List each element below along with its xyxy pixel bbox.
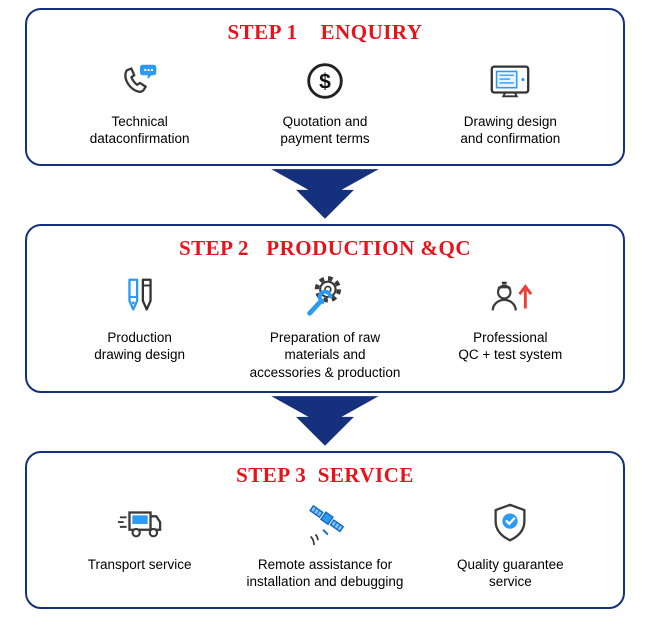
step-item: Quality guarantee service bbox=[418, 498, 603, 591]
step-item-label: Drawing design and confirmation bbox=[460, 114, 561, 147]
step-item-label: Quotation and payment terms bbox=[280, 114, 370, 147]
step-item-label: Transport service bbox=[87, 556, 192, 572]
svg-text:$: $ bbox=[319, 71, 331, 94]
step-item-label: Quality guarantee service bbox=[457, 556, 564, 590]
step-item: Professional QC + test system bbox=[418, 271, 603, 381]
step-item-label: Preparation of raw materials and accesso… bbox=[249, 330, 401, 380]
phone-chat-icon bbox=[117, 55, 163, 107]
step-item: Transport service bbox=[47, 498, 232, 591]
down-arrow-icon bbox=[263, 166, 387, 224]
drawing-tablet-icon bbox=[487, 55, 533, 107]
step-item-label: Professional QC + test system bbox=[458, 330, 563, 363]
step-item-label: Production drawing design bbox=[94, 330, 186, 363]
step-1-title: STEP 1 ENQUIRY bbox=[227, 20, 423, 44]
step-item-label: Remote assistance for installation and d… bbox=[246, 556, 404, 590]
step-2-items: Production drawing design Preparation of… bbox=[27, 271, 623, 381]
step-item: Technical dataconfirmation bbox=[47, 55, 232, 148]
dollar-coin-icon: $ bbox=[302, 55, 348, 107]
step-item: Preparation of raw materials and accesso… bbox=[232, 271, 417, 381]
step-1-box: STEP 1 ENQUIRY Technical dataconfirmatio… bbox=[25, 8, 625, 166]
step-item-label: Technical dataconfirmation bbox=[89, 114, 190, 147]
step-item: Drawing design and confirmation bbox=[418, 55, 603, 148]
step-3-title: STEP 3 SERVICE bbox=[236, 462, 414, 487]
step-item: Production drawing design bbox=[47, 271, 232, 381]
step-2-box: STEP 2 PRODUCTION &QC Production drawing… bbox=[25, 224, 625, 393]
step-2-title: STEP 2 PRODUCTION &QC bbox=[178, 236, 472, 260]
gear-wrench-icon bbox=[302, 271, 348, 323]
pen-tools-icon bbox=[117, 271, 163, 323]
shield-check-icon bbox=[487, 498, 533, 550]
satellite-icon bbox=[302, 498, 348, 550]
step-3-box: STEP 3 SERVICE Transport service bbox=[25, 450, 625, 609]
step-1-items: Technical dataconfirmation $ Quotation a… bbox=[27, 55, 623, 148]
truck-icon bbox=[117, 498, 163, 550]
step-item: $ Quotation and payment terms bbox=[232, 55, 417, 148]
step-item: Remote assistance for installation and d… bbox=[232, 498, 417, 591]
down-arrow-icon bbox=[263, 393, 387, 451]
process-flow-diagram: STEP 1 ENQUIRY Technical dataconfirmatio… bbox=[25, 8, 625, 609]
engineer-icon bbox=[487, 271, 533, 323]
step-3-items: Transport service bbox=[27, 498, 623, 591]
